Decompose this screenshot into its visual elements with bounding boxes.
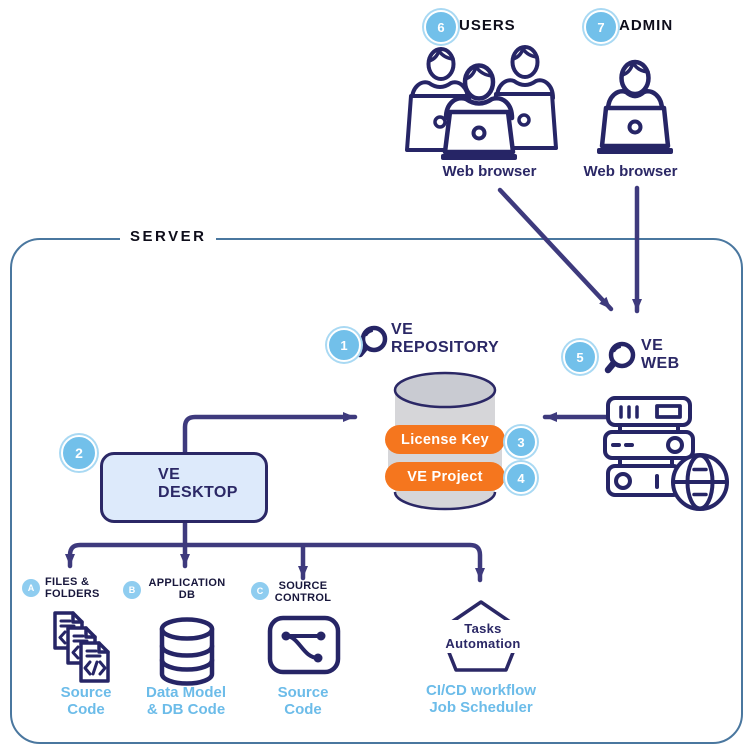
users-browser-caption: Web browser	[442, 163, 537, 180]
arrow-desktop-to-files	[65, 542, 188, 569]
desktop-title: VE DESKTOP	[158, 466, 238, 501]
badge-appdb: B	[123, 581, 141, 599]
appdb-heading: APPLICATION DB	[148, 577, 226, 601]
magnifier-icon-web	[604, 341, 636, 374]
arrow-desktop-to-automation	[182, 542, 485, 583]
badge-admin: 7	[584, 10, 618, 44]
users-label: USERS	[459, 17, 516, 34]
admin-browser-caption: Web browser	[583, 163, 678, 180]
repository-title: VE REPOSITORY	[391, 321, 500, 356]
connector-arrows	[65, 185, 642, 583]
server-label: SERVER	[120, 228, 217, 245]
ve-project-pill: VE Project	[385, 462, 505, 491]
magnifier-icon-repository	[356, 325, 388, 358]
tasks-automation-label: Tasks Automation	[421, 620, 545, 653]
badge-repository: 1	[327, 328, 361, 362]
license-key-pill: License Key	[385, 425, 505, 454]
files-caption: Source Code	[60, 684, 112, 718]
web-title: VE WEB	[641, 337, 680, 372]
arrow-users-to-veweb	[497, 187, 614, 312]
badge-users: 6	[424, 10, 458, 44]
arrow-desktop-to-repository	[182, 412, 358, 455]
source-control-icon	[267, 615, 341, 675]
badge-scm: C	[251, 582, 269, 600]
scm-heading: SOURCE CONTROL	[274, 580, 332, 604]
scm-caption: Source Code	[277, 684, 329, 718]
server-boundary	[10, 238, 743, 744]
badge-license-key: 3	[505, 426, 537, 458]
server-rack-icon	[603, 396, 729, 511]
files-heading: FILES & FOLDERS	[45, 576, 100, 600]
ve-desktop-box	[100, 452, 268, 523]
badge-files: A	[22, 579, 40, 597]
automation-caption: CI/CD workflow Job Scheduler	[425, 682, 536, 716]
globe-icon	[671, 453, 729, 511]
badge-web: 5	[563, 340, 597, 374]
badge-ve-project: 4	[505, 462, 537, 494]
database-icon	[159, 617, 215, 686]
source-files-icon	[53, 611, 110, 683]
users-laptops-icon	[405, 45, 558, 160]
appdb-caption: Data Model & DB Code	[145, 684, 226, 718]
admin-label: ADMIN	[619, 17, 674, 34]
badge-desktop: 2	[61, 435, 97, 471]
admin-laptop-icon	[597, 59, 673, 154]
